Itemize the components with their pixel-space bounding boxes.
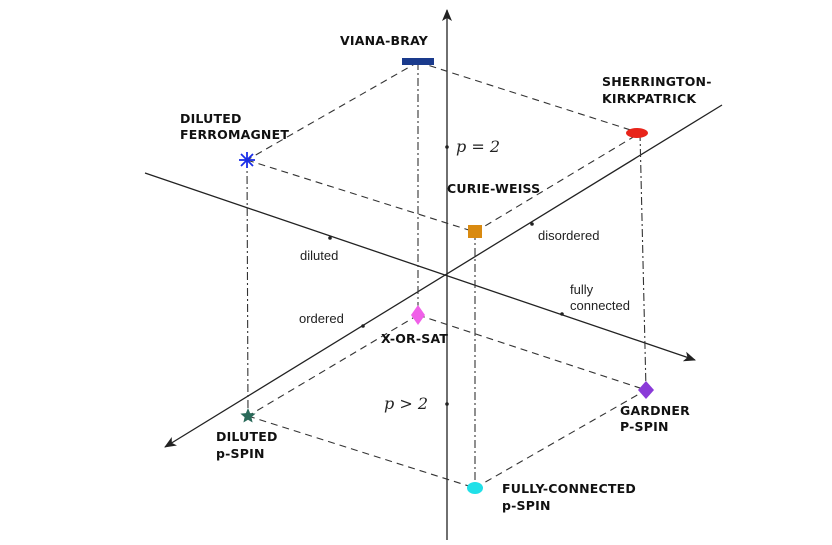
x-or-sat-label: X-OR-SAT bbox=[381, 331, 448, 346]
edge-cw-sk bbox=[474, 132, 641, 233]
diluted-ferromagnet-marker bbox=[239, 152, 255, 168]
edge-vb-df bbox=[246, 61, 419, 161]
viana-bray-marker bbox=[402, 58, 434, 65]
gardner-p-spin-label-line2: P-SPIN bbox=[620, 419, 669, 434]
axis-label-ordered: ordered bbox=[299, 311, 344, 326]
diluted-p-spin-label-line2: p-SPIN bbox=[216, 446, 265, 461]
axis-label-diluted: diluted bbox=[300, 248, 338, 263]
diluted-ferromagnet-label-line1: DILUTED bbox=[180, 111, 242, 126]
edge-xor-gardner bbox=[417, 314, 647, 391]
diluted-p-spin-label-line1: DILUTED bbox=[216, 429, 278, 444]
dilution-axis bbox=[144, 172, 696, 362]
sherrington-kirkpatrick-marker bbox=[626, 128, 648, 138]
edge-dps-fcps bbox=[247, 415, 476, 489]
tick-dot-p2 bbox=[445, 145, 449, 149]
edge-df-dps bbox=[246, 159, 249, 417]
fully-connected-p-spin-label-line1: FULLY-CONNECTED bbox=[502, 481, 636, 496]
curie-weiss-label: CURIE-WEISS bbox=[447, 181, 540, 196]
viana-bray-label: VIANA-BRAY bbox=[340, 33, 429, 48]
edge-xor-dps bbox=[247, 314, 419, 417]
sherrington-kirkpatrick-label-line1: SHERRINGTON- bbox=[602, 74, 712, 89]
tick-dot-diluted bbox=[328, 236, 332, 240]
diluted-ferromagnet-label-line2: FERROMAGNET bbox=[180, 127, 289, 142]
edge-fcps-gardner bbox=[474, 389, 647, 489]
fully-connected-p-spin-label-line2: p-SPIN bbox=[502, 498, 551, 513]
axis-label-p-equals-2: p = 2 bbox=[456, 137, 500, 156]
axis-label-disordered: disordered bbox=[538, 228, 599, 243]
edge-sk-gardner bbox=[639, 132, 647, 391]
axis-label-p-greater-2: p > 2 bbox=[384, 394, 428, 413]
tick-dot-fully-connected bbox=[560, 312, 564, 316]
diluted-p-spin-marker bbox=[240, 408, 256, 423]
axis-label-fully: fully bbox=[570, 282, 594, 297]
sherrington-kirkpatrick-label-line2: KIRKPATRICK bbox=[602, 91, 697, 106]
fully-connected-p-spin-marker bbox=[467, 482, 483, 494]
edge-vb-sk bbox=[417, 61, 641, 134]
edge-df-cw bbox=[246, 159, 476, 233]
axis-label-connected: connected bbox=[570, 298, 630, 313]
curie-weiss-marker bbox=[468, 225, 482, 238]
tick-dot-ordered bbox=[361, 324, 365, 328]
x-or-sat-marker bbox=[411, 305, 425, 325]
gardner-p-spin-label-line1: GARDNER bbox=[620, 403, 690, 418]
tick-dot-pgt2 bbox=[445, 402, 449, 406]
gardner-p-spin-marker bbox=[638, 381, 654, 399]
disorder-axis bbox=[164, 104, 723, 448]
tick-dot-disordered bbox=[530, 222, 534, 226]
